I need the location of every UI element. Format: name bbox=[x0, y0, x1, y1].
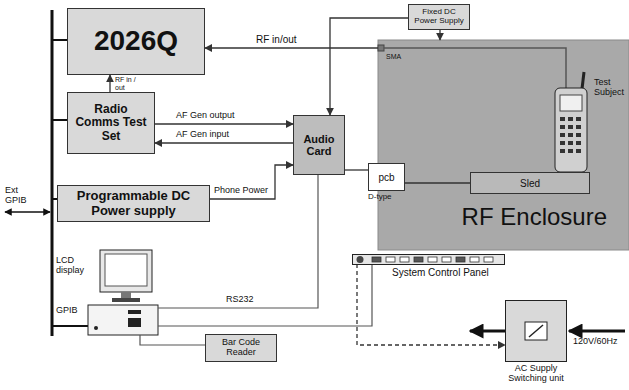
node-label: Fixed DC Power Supply bbox=[412, 8, 466, 26]
signal-name: Phone Power bbox=[213, 186, 269, 196]
connector bbox=[109, 75, 110, 92]
device-name: Test Subject bbox=[594, 78, 626, 98]
ext-gpib-arrow bbox=[5, 211, 50, 213]
connector bbox=[330, 18, 408, 115]
phone-illustration bbox=[555, 72, 587, 172]
connector bbox=[439, 30, 440, 40]
audio-card-box: Audio Card bbox=[293, 115, 345, 175]
instrument-box: 2026Q bbox=[67, 8, 205, 75]
panel-strip bbox=[352, 254, 505, 265]
panel-wire bbox=[158, 264, 372, 326]
sma-connector bbox=[378, 45, 384, 51]
signal-name: AF Gen output bbox=[175, 111, 236, 121]
node-label: System Control Panel bbox=[352, 265, 505, 278]
supply-rating: 120V/60Hz bbox=[573, 337, 618, 347]
node-label: Sled bbox=[520, 178, 540, 189]
connector-name: D-type bbox=[368, 193, 392, 202]
reader-box: Bar Code Reader bbox=[205, 334, 277, 362]
power-supply-box: Fixed DC Power Supply bbox=[408, 4, 470, 30]
connector bbox=[210, 165, 293, 199]
connector bbox=[155, 142, 293, 143]
connector bbox=[345, 169, 368, 170]
switch-box bbox=[505, 300, 567, 362]
pcb-box: pcb bbox=[368, 163, 405, 191]
node-label: AC Supply Switching unit bbox=[505, 362, 567, 384]
power-supply-box: Programmable DC Power supply bbox=[57, 185, 210, 222]
signal-name: RS232 bbox=[226, 295, 254, 305]
connector bbox=[155, 123, 293, 124]
rf-enclosure: RF Enclosure pcbSled bbox=[378, 40, 629, 250]
bus-name: GPIB bbox=[56, 306, 78, 316]
gpib-bus bbox=[51, 10, 54, 336]
rf-cable bbox=[384, 48, 566, 88]
rf-enclosure-ground bbox=[378, 40, 629, 250]
gpib-taps bbox=[52, 40, 88, 326]
bus-name: Ext GPIB bbox=[5, 186, 31, 206]
signal-name: RF in/out bbox=[255, 34, 298, 45]
connector bbox=[405, 182, 470, 183]
node-label: 2026Q bbox=[94, 26, 178, 57]
barcode-wire bbox=[140, 335, 205, 345]
connector bbox=[205, 47, 378, 48]
control-panel: System Control Panel bbox=[352, 254, 505, 278]
node-label: Audio Card bbox=[297, 133, 341, 157]
signal-name: RF in / out bbox=[114, 76, 146, 91]
signal-name: AF Gen input bbox=[175, 130, 230, 140]
device-name: LCD display bbox=[56, 256, 96, 276]
node-label: Bar Code Reader bbox=[209, 338, 273, 358]
sled-box: Sled bbox=[470, 172, 590, 194]
switching-unit: AC Supply Switching unit bbox=[505, 300, 567, 384]
computer-illustration bbox=[88, 250, 158, 335]
ac-out-arrow bbox=[470, 330, 505, 333]
node-label: Radio Comms Test Set bbox=[71, 103, 151, 143]
node-label: Programmable DC Power supply bbox=[61, 189, 206, 218]
node-label: pcb bbox=[378, 172, 394, 183]
connector-name: SMA bbox=[386, 53, 401, 61]
instrument-box: Radio Comms Test Set bbox=[67, 92, 155, 154]
ac-in-arrow bbox=[569, 330, 625, 333]
region-name: RF Enclosure bbox=[462, 204, 607, 230]
